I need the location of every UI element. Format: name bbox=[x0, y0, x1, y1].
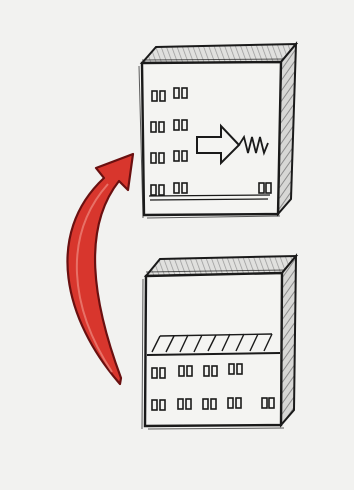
top-box bbox=[139, 44, 296, 218]
bottom-box-side-face bbox=[281, 256, 296, 425]
red-curved-arrow bbox=[67, 154, 133, 384]
bottom-box bbox=[142, 256, 296, 429]
